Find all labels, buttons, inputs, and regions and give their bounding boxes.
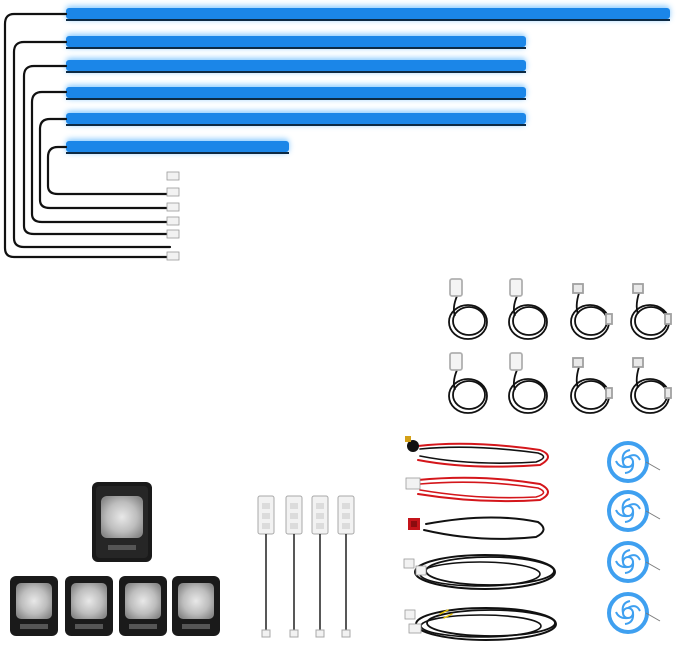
black-cable-harness-2 (404, 607, 557, 641)
fan-ring-2 (607, 490, 661, 532)
led-strip-5 (66, 111, 526, 126)
led-strip-6 (66, 139, 289, 154)
strip-connectors (166, 171, 180, 261)
receiver-module-4 (172, 576, 220, 636)
pcb-board-1 (257, 495, 275, 638)
red-wire-harness-2 (405, 476, 549, 503)
pcb-board-4 (337, 495, 355, 638)
fan-ring-4 (607, 592, 661, 634)
receiver-module-3 (119, 576, 167, 636)
coiled-cables-clip (570, 283, 672, 414)
power-harnesses (403, 436, 557, 641)
fan-rings (607, 441, 661, 634)
coiled-cable-3 (448, 352, 488, 414)
fan-ring-3 (607, 541, 661, 583)
coiled-cables-white-plug (448, 278, 548, 414)
receiver-module-1 (10, 576, 58, 636)
coiled-clip-cable-2 (630, 283, 672, 340)
strip-cables (3, 12, 172, 259)
red-wire-harness-1 (405, 436, 549, 468)
led-strips (66, 6, 670, 154)
coiled-clip-cable-3 (570, 357, 613, 414)
led-strip-2 (66, 34, 526, 49)
led-strip-4 (66, 85, 526, 100)
pcb-board-2 (285, 495, 303, 638)
coiled-clip-cable-4 (630, 357, 672, 414)
coiled-cable-1 (448, 278, 488, 340)
led-strip-1 (66, 6, 670, 21)
button-cable (408, 516, 545, 540)
coiled-cable-4 (508, 352, 548, 414)
black-cable-harness-1 (403, 554, 556, 590)
coiled-clip-cable-1 (570, 283, 613, 340)
fan-ring-1 (607, 441, 661, 483)
receiver-modules (10, 576, 220, 636)
control-box (92, 482, 152, 562)
pcb-boards (257, 495, 355, 638)
receiver-module-2 (65, 576, 113, 636)
led-strip-3 (66, 58, 526, 73)
coiled-cable-2 (508, 278, 548, 340)
pcb-board-3 (311, 495, 329, 638)
